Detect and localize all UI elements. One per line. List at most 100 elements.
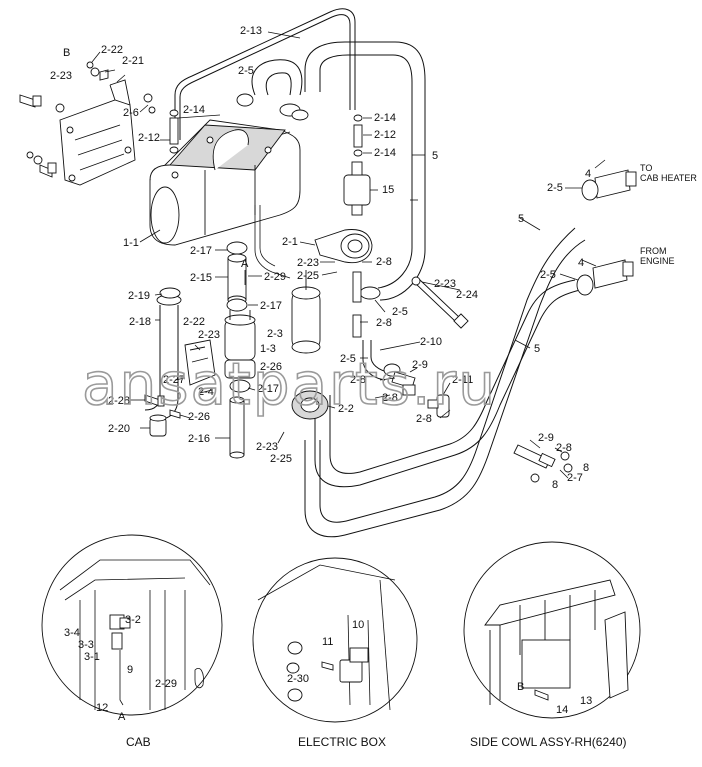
tube-2-12-right: [353, 114, 363, 157]
label-2-23-top: 2-23: [50, 70, 72, 82]
label-4-r: 4: [578, 257, 584, 269]
label-2-28: 2-28: [108, 395, 130, 407]
label-2-9-a: 2-9: [412, 359, 428, 371]
hose-5-lower: [304, 227, 586, 538]
label-2-25-m: 2-25: [297, 270, 319, 282]
label-2-5-r2: 2-5: [540, 269, 556, 281]
label-2-15: 2-15: [190, 272, 212, 284]
label-14: 14: [556, 704, 568, 716]
bracket-2-1: [314, 229, 373, 264]
label-2-29: 2-29: [264, 271, 286, 283]
label-2-8-d: 2-8: [382, 392, 398, 404]
label-2-8-e: 2-8: [416, 413, 432, 425]
label-2-3: 2-3: [267, 328, 283, 340]
label-3-1: 3-1: [84, 651, 100, 663]
label-5-top: 5: [432, 150, 438, 162]
label-b-top: B: [63, 47, 70, 59]
heater-body: [149, 119, 301, 246]
label-2-2: 2-2: [338, 403, 354, 415]
mount-bolts: [19, 61, 156, 178]
caption-side-cowl: SIDE COWL ASSY-RH(6240): [470, 735, 627, 749]
fuel-pump: [291, 270, 329, 420]
label-10: 10: [352, 619, 364, 631]
label-2-8-b: 2-8: [376, 317, 392, 329]
label-1-3: 1-3: [260, 343, 276, 355]
fuel-line: [254, 205, 291, 279]
label-2-21: 2-21: [122, 55, 144, 67]
label-to-cab-heater-1: TO: [640, 163, 652, 173]
fitting-2-9-lower: [513, 444, 573, 483]
connectors-4: [576, 169, 637, 296]
label-2-22-m: 2-22: [183, 316, 205, 328]
label-2-12-r: 2-12: [374, 129, 396, 141]
label-2-30: 2-30: [287, 673, 309, 685]
label-2-17-a: 2-17: [190, 245, 212, 257]
label-2-14-r1: 2-14: [374, 112, 396, 124]
hose-2-13: [174, 8, 356, 140]
watermark: ansatparts.ru: [82, 350, 497, 418]
bolts-lower-left: [144, 394, 181, 419]
label-2-13: 2-13: [240, 25, 262, 37]
label-11: 11: [322, 636, 333, 648]
label-15: 15: [382, 184, 394, 196]
label-2-23-r: 2-23: [434, 278, 456, 290]
label-12: 12: [96, 702, 108, 714]
hose-5-upper: [304, 41, 426, 301]
label-to-cab-heater-2: CAB HEATER: [640, 173, 697, 183]
electric-box-detail: [252, 557, 418, 723]
label-2-23-b: 2-23: [256, 441, 278, 453]
label-2-8-c: 2-8: [350, 374, 366, 386]
detail-captions: CAB ELECTRIC BOX SIDE COWL ASSY-RH(6240): [126, 735, 627, 749]
label-2-14-a: 2-14: [183, 104, 205, 116]
label-2-12-a: 2-12: [138, 132, 160, 144]
label-5-r1: 5: [518, 213, 524, 225]
label-2-7: 2-7: [567, 472, 583, 484]
label-2-17-b: 2-17: [260, 300, 282, 312]
mounting-bracket: [59, 79, 136, 186]
label-3-3: 3-3: [78, 639, 94, 651]
label-3-4: 3-4: [64, 627, 80, 639]
label-2-5-mm: 2-5: [340, 353, 356, 365]
bracket-2-4: [184, 339, 216, 386]
label-2-5-top: 2-5: [238, 65, 254, 77]
label-a-cab: A: [118, 711, 126, 723]
label-3-2: 3-2: [125, 614, 141, 626]
label-2-26-b: 2-26: [188, 411, 210, 423]
fuel-filter-15: [343, 161, 371, 216]
label-2-22-top: 2-22: [101, 44, 123, 56]
label-8-a: 8: [583, 462, 589, 474]
label-2-23-mm: 2-23: [198, 329, 220, 341]
label-from-engine-1: FROM: [640, 246, 667, 256]
label-2-8-f: 2-8: [556, 442, 572, 454]
label-2-10: 2-10: [420, 336, 442, 348]
cap-2-20: [149, 414, 167, 437]
label-2-19: 2-19: [128, 290, 150, 302]
label-2-17-c: 2-17: [257, 383, 279, 395]
label-8-b: 8: [552, 479, 558, 491]
label-2-5-r1: 2-5: [547, 182, 563, 194]
label-2-9-b: 2-9: [538, 432, 554, 444]
caption-electric-box: ELECTRIC BOX: [298, 735, 386, 749]
label-5-r2: 5: [534, 343, 540, 355]
label-2-4: 2-4: [198, 386, 214, 398]
label-2-18: 2-18: [129, 316, 151, 328]
valve-2-11: [427, 394, 450, 418]
label-2-24: 2-24: [456, 289, 478, 301]
clamps-top: [236, 93, 309, 121]
label-4-top: 4: [585, 168, 591, 180]
label-9: 9: [127, 664, 133, 676]
label-2-14-r2: 2-14: [374, 147, 396, 159]
label-2-29-cab: 2-29: [155, 678, 177, 690]
label-a-top: A: [241, 258, 249, 270]
tube-2-12-left: [169, 109, 179, 154]
label-2-11: 2-11: [452, 374, 473, 386]
label-2-5-m: 2-5: [392, 306, 408, 318]
label-2-20: 2-20: [108, 423, 130, 435]
bolt-2-24: [411, 276, 469, 329]
label-2-6: 2-6: [123, 107, 139, 119]
hose-2-5-top: [251, 59, 303, 96]
label-2-27: 2-27: [163, 374, 185, 386]
leader-lines: [91, 31, 606, 479]
tube-2-8-mid: [352, 271, 362, 338]
